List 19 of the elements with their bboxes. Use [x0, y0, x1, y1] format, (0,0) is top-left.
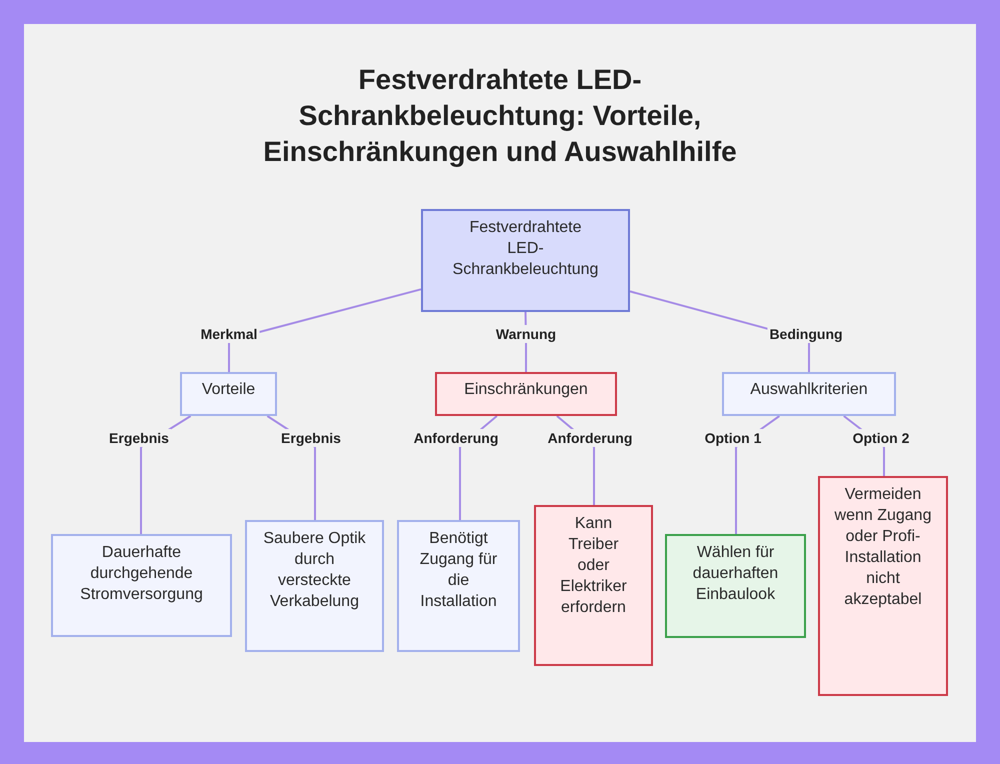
edge-label: Bedingung — [767, 325, 845, 343]
concept-box: Kann Treiber oder Elektriker erfordern — [534, 505, 653, 666]
concept-box: Dauerhafte durchgehende Stromversorgung — [51, 534, 232, 637]
concept-box: Wählen für dauerhaften Einbaulook — [665, 534, 806, 638]
concept-box: Vorteile — [180, 372, 277, 416]
edge-label: Anforderung — [546, 429, 634, 447]
edge-label: Anforderung — [412, 429, 500, 447]
concept-box: Benötigt Zugang für die Installation — [397, 520, 520, 652]
concept-box: Festverdrahtete LED-Schrankbeleuchtung — [421, 209, 630, 312]
edge-label: Warnung — [494, 325, 558, 343]
diagram-title: Festverdrahtete LED-Schrankbeleuchtung: Vorteile, Einschränkungen und Auswahlhilfe — [262, 63, 738, 169]
edge-label: Option 1 — [702, 429, 764, 447]
edge-label: Ergebnis — [279, 429, 343, 447]
edge-label: Option 2 — [850, 429, 912, 447]
concept-box: Saubere Optik durch versteckte Verkabelung — [245, 520, 384, 652]
concept-box: Auswahlkriterien — [722, 372, 896, 416]
concept-box: Vermeiden wenn Zugang oder Profi-Installation nicht akzeptabel — [818, 476, 948, 696]
concept-box: Einschränkungen — [435, 372, 617, 416]
edge-label: Ergebnis — [107, 429, 171, 447]
